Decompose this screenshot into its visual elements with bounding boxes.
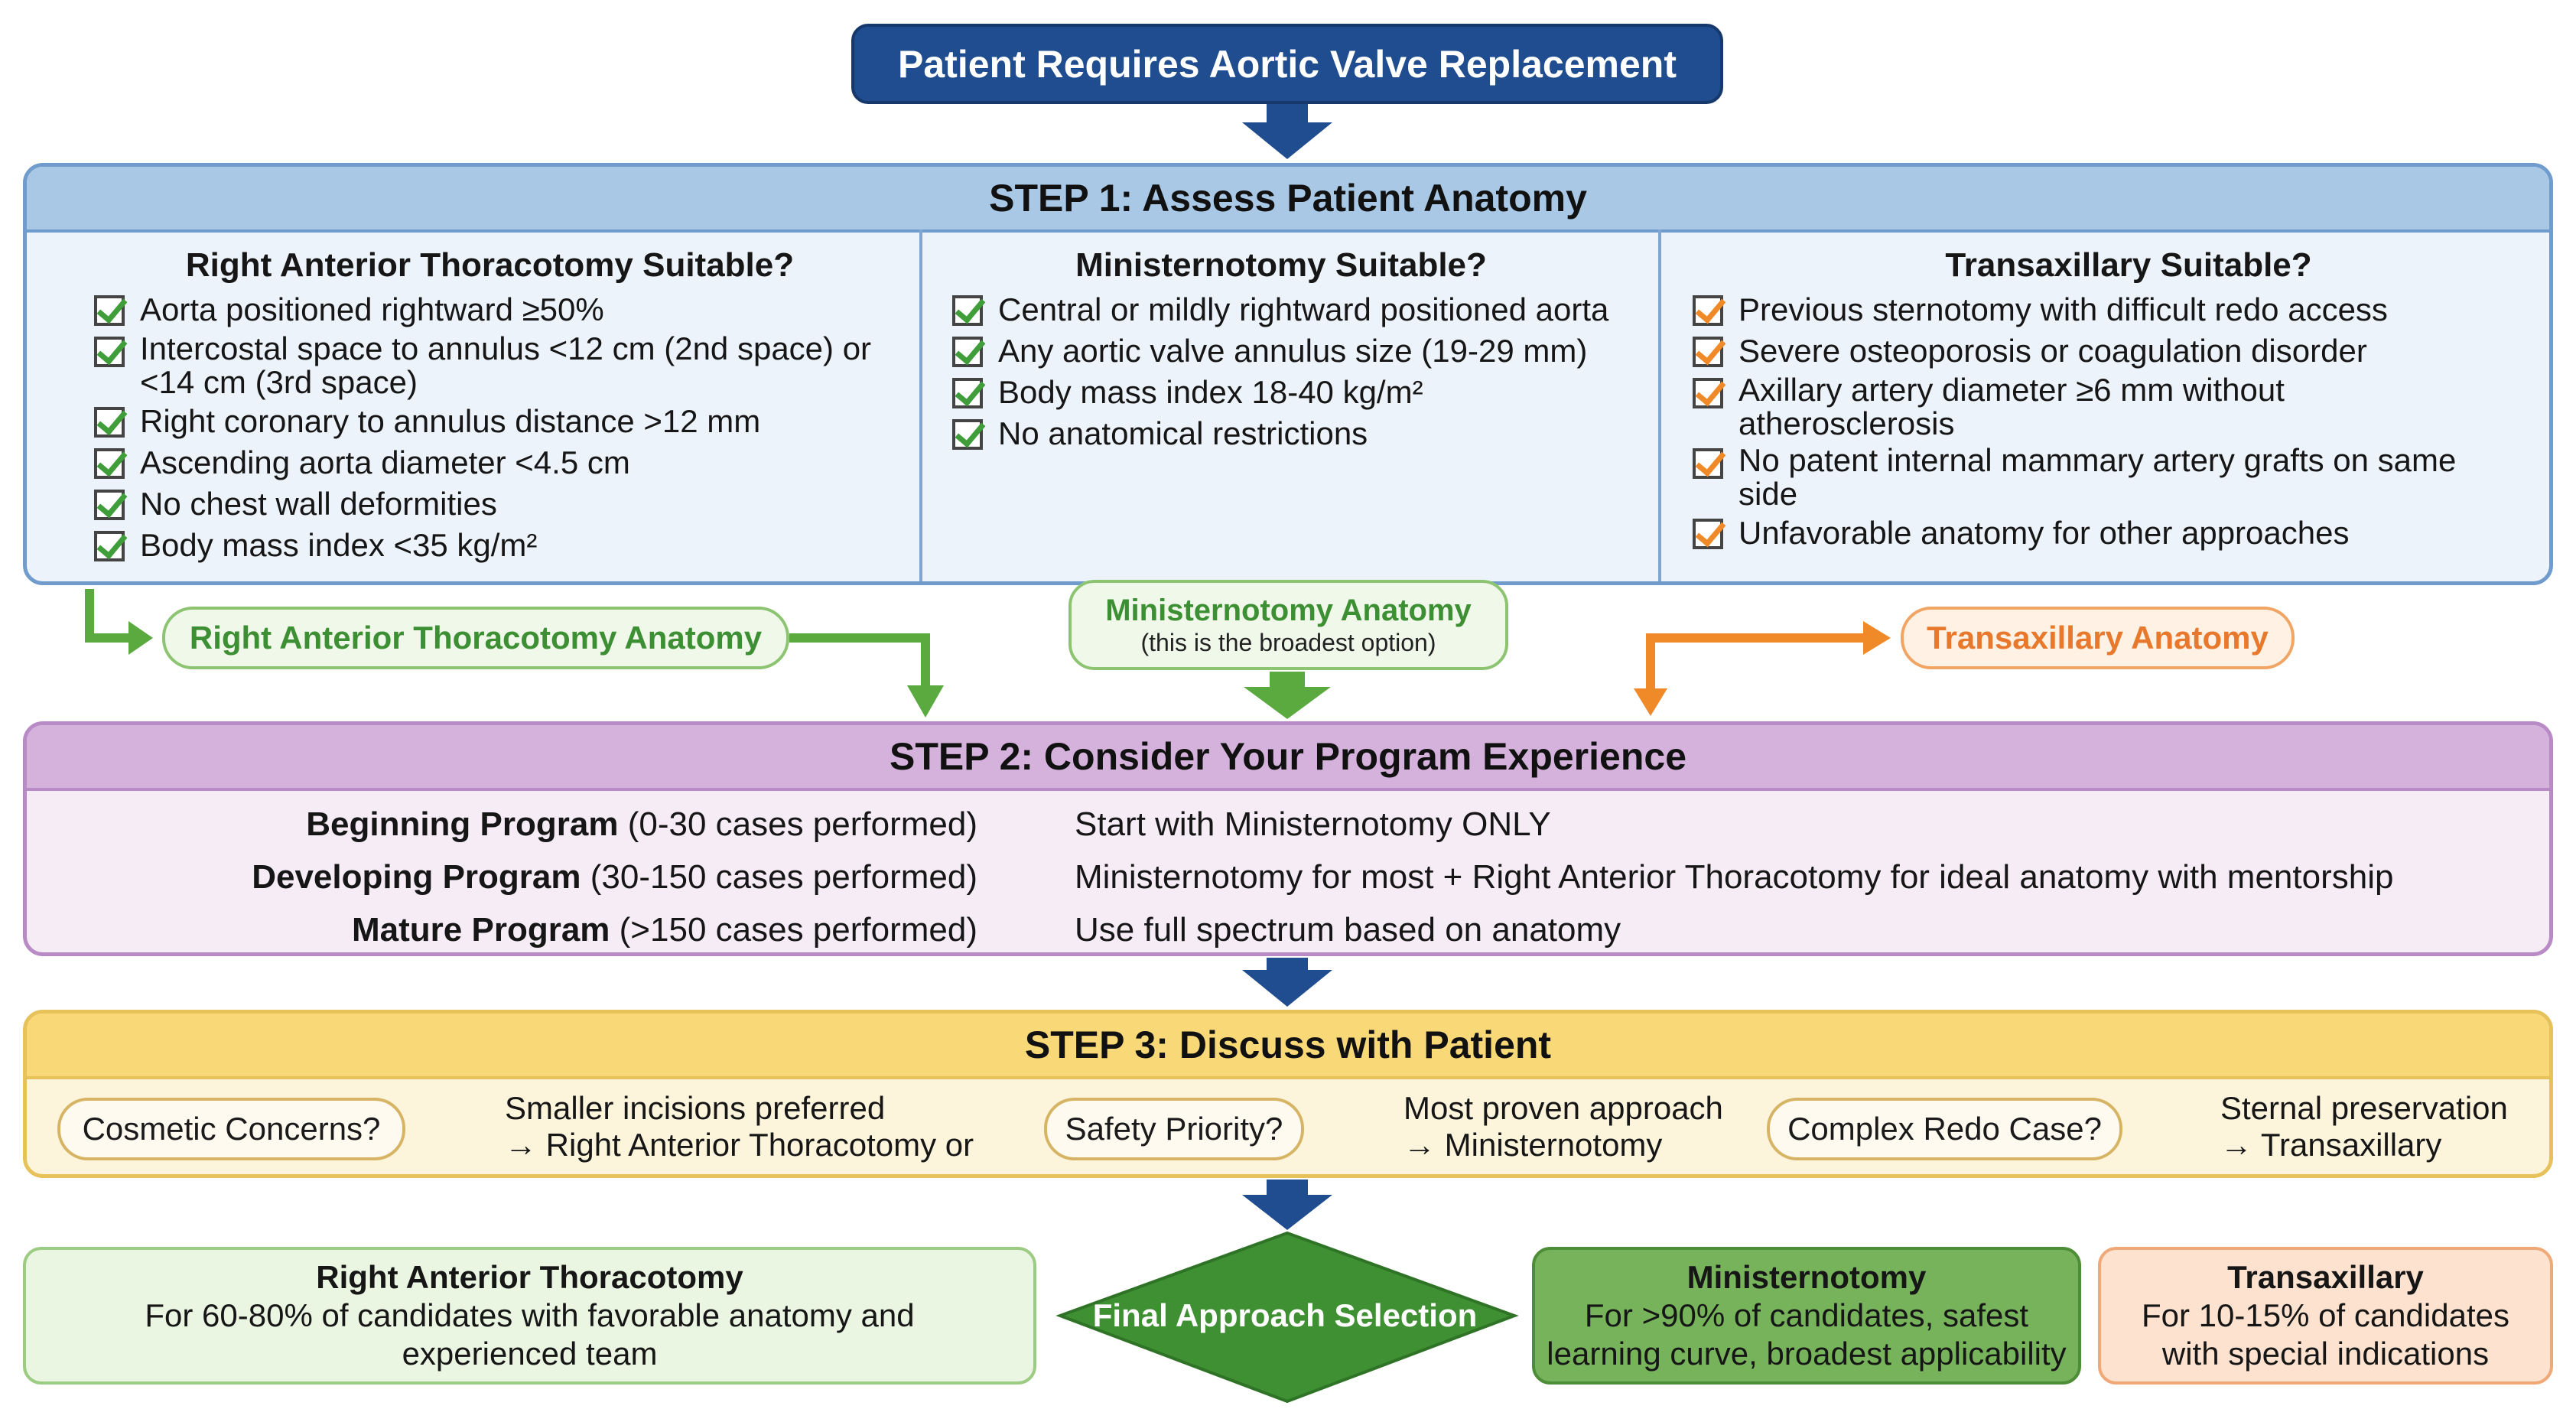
rat-to-step2-arrow — [789, 633, 930, 688]
tax-column-title: Transaxillary Suitable? — [1945, 246, 2312, 284]
final-rat-desc: For 60-80% of candidates with favorable … — [145, 1297, 915, 1372]
program-action: Ministernotomy for most + Right Anterior… — [1075, 858, 2394, 896]
program-cases: (30-150 cases performed) — [590, 858, 977, 896]
checkbox-icon — [94, 407, 125, 438]
checkbox-icon — [1693, 337, 1723, 367]
title-down-arrow — [1242, 104, 1332, 159]
checkbox-icon — [952, 378, 983, 408]
checkbox-icon — [1693, 448, 1723, 479]
program-row: Mature Program (>150 cases performed) Us… — [27, 907, 2549, 952]
final-tax-box: Transaxillary For 10-15% of candidates w… — [2098, 1247, 2553, 1385]
mini-criteria-column: Ministernotomy Suitable? Central or mild… — [952, 229, 1656, 456]
checkbox-icon — [94, 448, 125, 479]
checkbox-icon — [952, 295, 983, 326]
cosmetic-answer: Smaller incisions preferred→ Right Anter… — [505, 1090, 974, 1163]
rat-anatomy-pill: Right Anterior Thoracotomy Anatomy — [162, 607, 789, 669]
mini-to-step2-arrow — [1244, 672, 1331, 719]
final-approach-label: Final Approach Selection — [1092, 1297, 1478, 1333]
program-cases: (>150 cases performed) — [619, 911, 977, 949]
checkbox-icon — [94, 337, 125, 367]
final-diamond — [1055, 1231, 1519, 1404]
step3-heading: STEP 3: Discuss with Patient — [27, 1014, 2549, 1079]
criterion: Central or mildly rightward positioned a… — [952, 291, 1656, 329]
final-tax-desc: For 10-15% of candidates with special in… — [2142, 1297, 2509, 1372]
program-level: Mature Program — [352, 911, 610, 949]
safety-answer: Most proven approach→ Ministernotomy — [1403, 1090, 1723, 1163]
criterion: Right coronary to annulus distance >12 m… — [94, 402, 909, 441]
program-action: Use full spectrum based on anatomy — [1075, 911, 1621, 949]
criterion: Body mass index <35 kg/m² — [94, 526, 909, 565]
final-rat-box: Right Anterior Thoracotomy For 60-80% of… — [23, 1247, 1036, 1385]
tax-criteria-column: Transaxillary Suitable? Previous sternot… — [1693, 229, 2503, 555]
step1-heading: STEP 1: Assess Patient Anatomy — [27, 167, 2549, 233]
step3-panel: STEP 3: Discuss with Patient Cosmetic Co… — [23, 1010, 2553, 1178]
criterion: Unfavorable anatomy for other approaches — [1693, 514, 2503, 552]
criterion: Axillary artery diameter ≥6 mm without a… — [1693, 373, 2503, 441]
mini-anatomy-pill: Ministernotomy Anatomy (this is the broa… — [1068, 580, 1508, 670]
criterion: Intercostal space to annulus <12 cm (2nd… — [94, 332, 909, 399]
page-title: Patient Requires Aortic Valve Replacemen… — [851, 24, 1723, 104]
program-row: Developing Program (30-150 cases perform… — [27, 854, 2549, 900]
final-tax-title: Transaxillary — [2227, 1259, 2424, 1295]
mini-column-title: Ministernotomy Suitable? — [1075, 246, 1487, 284]
criterion: Previous sternotomy with difficult redo … — [1693, 291, 2503, 329]
tax-anatomy-pill: Transaxillary Anatomy — [1901, 607, 2295, 669]
rat-column-title: Right Anterior Thoracotomy Suitable? — [185, 246, 795, 284]
final-mini-title: Ministernotomy — [1686, 1259, 1927, 1295]
criterion: Any aortic valve annulus size (19-29 mm) — [952, 332, 1656, 370]
cosmetic-question-pill: Cosmetic Concerns? — [57, 1098, 405, 1160]
step2-heading: STEP 2: Consider Your Program Experience — [27, 725, 2549, 791]
checkbox-icon — [1693, 378, 1723, 408]
program-row: Beginning Program (0-30 cases performed)… — [27, 802, 2549, 848]
program-action: Start with Ministernotomy ONLY — [1075, 805, 1551, 843]
criterion: Body mass index 18-40 kg/m² — [952, 373, 1656, 412]
mini-anatomy-label: Ministernotomy Anatomy — [1105, 594, 1472, 627]
criterion: No patent internal mammary artery grafts… — [1693, 444, 2503, 511]
checkbox-icon — [952, 337, 983, 367]
column-divider — [1658, 229, 1661, 581]
rat-criteria-column: Right Anterior Thoracotomy Suitable? Aor… — [94, 229, 909, 568]
safety-question-pill: Safety Priority? — [1044, 1098, 1304, 1160]
rat-elbow-arrow — [85, 589, 132, 643]
checkbox-icon — [94, 295, 125, 326]
final-mini-box: Ministernotomy For >90% of candidates, s… — [1532, 1247, 2081, 1385]
final-rat-title: Right Anterior Thoracotomy — [316, 1259, 743, 1295]
column-divider — [919, 229, 922, 581]
program-cases: (0-30 cases performed) — [627, 805, 977, 843]
checkbox-icon — [94, 490, 125, 520]
step2-down-arrow — [1242, 958, 1332, 1007]
checkbox-icon — [1693, 519, 1723, 549]
program-level: Developing Program — [252, 858, 581, 896]
mini-anatomy-note: (this is the broadest option) — [1140, 629, 1436, 656]
criterion: Severe osteoporosis or coagulation disor… — [1693, 332, 2503, 370]
step3-down-arrow — [1242, 1180, 1332, 1230]
step2-panel: STEP 2: Consider Your Program Experience… — [23, 721, 2553, 956]
program-level: Beginning Program — [306, 805, 619, 843]
step1-panel: STEP 1: Assess Patient Anatomy Right Ant… — [23, 163, 2553, 585]
checkbox-icon — [952, 419, 983, 450]
criterion: Aorta positioned rightward ≥50% — [94, 291, 909, 329]
checkbox-icon — [94, 531, 125, 561]
redo-answer: Sternal preservation→ Transaxillary — [2220, 1090, 2508, 1163]
checkbox-icon — [1693, 295, 1723, 326]
redo-question-pill: Complex Redo Case? — [1767, 1098, 2122, 1160]
tax-elbow-arrow — [1646, 633, 1866, 693]
criterion: Ascending aorta diameter <4.5 cm — [94, 444, 909, 482]
criterion: No chest wall deformities — [94, 485, 909, 523]
criterion: No anatomical restrictions — [952, 415, 1656, 453]
final-mini-desc: For >90% of candidates, safest learning … — [1547, 1297, 2067, 1372]
